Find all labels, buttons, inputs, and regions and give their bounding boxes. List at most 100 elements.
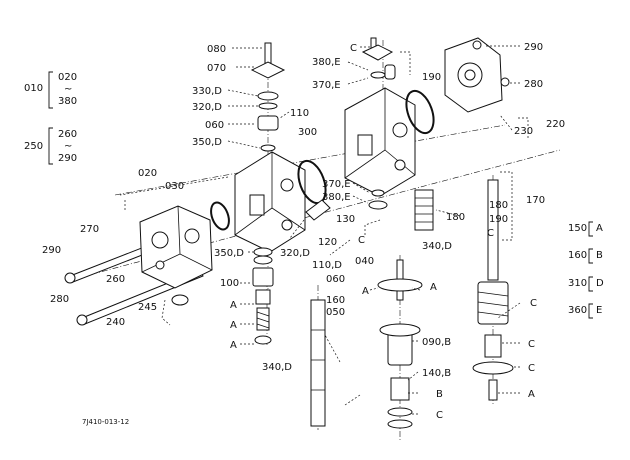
part-label: 100 (220, 278, 239, 289)
spool-stack-right (472, 179, 514, 401)
part-label: 280 (524, 79, 543, 90)
range-key: 250 (24, 141, 43, 152)
part-label: 180 (489, 200, 508, 211)
part-label: B (436, 389, 443, 400)
part-label: 350,D (192, 137, 222, 148)
part-label: C (528, 363, 535, 374)
range-top: 020 (58, 72, 77, 83)
range-tilde: ~ (64, 141, 72, 152)
legend-letter: E (596, 305, 602, 316)
legend-letter: B (596, 250, 603, 261)
spool-stack-left (252, 247, 274, 345)
part-label: 230 (514, 126, 533, 137)
legend-code: 160 (568, 250, 587, 261)
part-label: A (230, 340, 237, 351)
part-label: 080 (207, 44, 226, 55)
valve-section-upper (344, 87, 416, 197)
part-label: 220 (546, 119, 565, 130)
cap-stack-left (250, 42, 286, 152)
part-label: 270 (80, 224, 99, 235)
part-label: 180 (446, 212, 465, 223)
lever-bracket (377, 259, 423, 429)
part-label: C (487, 228, 494, 239)
part-label: 370,E (312, 80, 341, 91)
range-bottom: 380 (58, 96, 77, 107)
legend-code: 150 (568, 223, 587, 234)
part-label: 350,D (214, 248, 244, 259)
part-label: 030 (165, 181, 184, 192)
nut-280-right (500, 77, 510, 87)
part-label: 140,B (422, 368, 451, 379)
part-label: 110,D (312, 260, 342, 271)
part-label: 340,D (262, 362, 292, 373)
range-callout-010: 010 020 ~ 380 (24, 71, 77, 109)
part-label: C (530, 298, 537, 309)
part-label: C (358, 235, 365, 246)
part-label: A (230, 300, 237, 311)
part-label: 280 (50, 294, 69, 305)
part-label: C (436, 410, 443, 421)
part-label: 320,D (280, 248, 310, 259)
legend-letter: D (596, 278, 604, 289)
part-label: 370,E (322, 179, 351, 190)
part-label: 330,D (192, 86, 222, 97)
valve-section-body (234, 151, 306, 253)
part-label: 060 (205, 120, 224, 131)
legend-item: 310 D (568, 276, 604, 292)
part-label: 160 (326, 295, 345, 306)
part-label: A (528, 389, 535, 400)
part-label: 190 (422, 72, 441, 83)
part-label: 050 (326, 307, 345, 318)
relief-valve-180 (368, 189, 434, 231)
part-label: 320,D (192, 102, 222, 113)
leader-lines (119, 45, 521, 415)
grouping-brackets (124, 51, 529, 406)
part-label: 120 (318, 237, 337, 248)
legend-item: 150 A (568, 221, 603, 237)
part-label: A (430, 282, 437, 293)
part-label: A (230, 320, 237, 331)
part-label: 070 (207, 63, 226, 74)
cap-stack-right (361, 37, 396, 80)
part-label: C (528, 339, 535, 350)
part-label: 060 (326, 274, 345, 285)
part-label: 190 (489, 214, 508, 225)
range-top: 260 (58, 129, 77, 140)
legend-item: 160 B (568, 248, 603, 264)
range-callout-250: 250 260 ~ 290 (24, 127, 77, 165)
part-label: A (362, 286, 369, 297)
end-cover-left (139, 205, 213, 289)
part-label: 090,B (422, 337, 451, 348)
legend-code: 360 (568, 305, 587, 316)
legend-item: 360 E (568, 303, 602, 319)
part-label: 290 (524, 42, 543, 53)
part-label: 245 (138, 302, 157, 313)
range-tilde: ~ (64, 84, 72, 95)
main-spool (310, 299, 326, 427)
part-label: 040 (355, 256, 374, 267)
part-labels: 080 070 330,D 320,D 060 350,D 110 300 02… (42, 42, 565, 421)
legend: 150 A 160 B 310 D 360 E (568, 221, 604, 319)
part-label: 380,E (322, 192, 351, 203)
relief-valve-130 (305, 199, 331, 221)
legend-code: 310 (568, 278, 587, 289)
nut-290-right (472, 40, 482, 50)
o-ring-030 (210, 201, 230, 231)
part-label: 380,E (312, 57, 341, 68)
end-cover-right (444, 37, 503, 113)
diagram-code: 7J410-013-12 (82, 418, 129, 426)
part-label: 340,D (422, 241, 452, 252)
part-label: 110 (290, 108, 309, 119)
part-label: 260 (106, 274, 125, 285)
part-label: 170 (526, 195, 545, 206)
range-key: 010 (24, 83, 43, 94)
part-label: 290 (42, 245, 61, 256)
part-label: 240 (106, 317, 125, 328)
part-label: 020 (138, 168, 157, 179)
legend-letter: A (596, 223, 603, 234)
washer-245 (171, 294, 189, 306)
part-label: 130 (336, 214, 355, 225)
range-bottom: 290 (58, 153, 77, 164)
o-ring-230 (405, 89, 435, 135)
